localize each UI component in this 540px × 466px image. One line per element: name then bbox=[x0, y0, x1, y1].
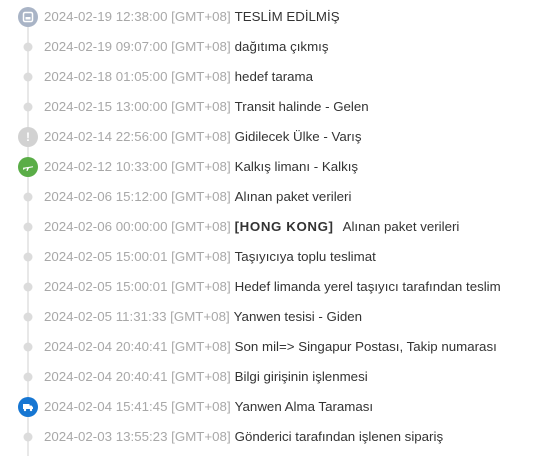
exclamation-icon: ! bbox=[18, 127, 38, 147]
timeline-event: 2024-02-04 20:40:41 [GMT+08]Bilgi girişi… bbox=[0, 362, 540, 392]
timeline-dot bbox=[23, 432, 33, 442]
timeline-dot bbox=[23, 42, 33, 52]
event-status: Gönderici tarafından işlenen sipariş bbox=[234, 429, 444, 444]
timeline-event: 2024-02-04 15:41:45 [GMT+08]Yanwen Alma … bbox=[0, 392, 540, 422]
timeline-event: ! 2024-02-14 22:56:00 [GMT+08]Gidilecek … bbox=[0, 122, 540, 152]
event-time: 2024-02-04 20:40:41 [GMT+08] bbox=[44, 339, 231, 354]
timeline-event: 2024-02-03 13:55:23 [GMT+08]Gönderici ta… bbox=[0, 422, 540, 452]
timeline-dot bbox=[23, 312, 33, 322]
timeline-event: 2024-02-05 15:00:01 [GMT+08]Taşıyıcıya t… bbox=[0, 242, 540, 272]
event-time: 2024-02-18 01:05:00 [GMT+08] bbox=[44, 69, 231, 84]
timeline-event: 2024-02-04 20:40:41 [GMT+08]Son mil=> Si… bbox=[0, 332, 540, 362]
timeline-dot bbox=[23, 372, 33, 382]
event-time: 2024-02-05 15:00:01 [GMT+08] bbox=[44, 279, 231, 294]
event-status: Transit halinde - Gelen bbox=[234, 99, 369, 114]
event-time: 2024-02-15 13:00:00 [GMT+08] bbox=[44, 99, 231, 114]
delivered-icon bbox=[18, 7, 38, 27]
event-time: 2024-02-19 12:38:00 [GMT+08] bbox=[44, 9, 231, 24]
event-time: 2024-02-03 13:55:23 [GMT+08] bbox=[44, 429, 231, 444]
location-tag: [HONG KONG] bbox=[234, 219, 334, 234]
event-time: 2024-02-06 00:00:00 [GMT+08] bbox=[44, 219, 231, 234]
event-time: 2024-02-05 15:00:01 [GMT+08] bbox=[44, 249, 231, 264]
timeline-dot bbox=[23, 252, 33, 262]
event-status: Taşıyıcıya toplu teslimat bbox=[234, 249, 376, 264]
event-time: 2024-02-19 09:07:00 [GMT+08] bbox=[44, 39, 231, 54]
event-time: 2024-02-14 22:56:00 [GMT+08] bbox=[44, 129, 231, 144]
timeline-dot bbox=[23, 102, 33, 112]
timeline-dot bbox=[23, 342, 33, 352]
event-time: 2024-02-06 15:12:00 [GMT+08] bbox=[44, 189, 231, 204]
event-time: 2024-02-05 11:31:33 [GMT+08] bbox=[44, 309, 230, 324]
event-status: Son mil=> Singapur Postası, Takip numara… bbox=[234, 339, 497, 354]
event-status: Gidilecek Ülke - Varış bbox=[234, 129, 362, 144]
timeline-dot bbox=[23, 72, 33, 82]
timeline-event: 2024-02-06 00:00:00 [GMT+08][HONG KONG] A… bbox=[0, 212, 540, 242]
truck-icon bbox=[18, 397, 38, 417]
timeline-event: 2024-02-12 10:33:00 [GMT+08]Kalkış liman… bbox=[0, 152, 540, 182]
event-status: Bilgi girişinin işlenmesi bbox=[234, 369, 368, 384]
event-status: Yanwen Alma Taraması bbox=[234, 399, 374, 414]
event-status: hedef tarama bbox=[234, 69, 314, 84]
event-time: 2024-02-04 15:41:45 [GMT+08] bbox=[44, 399, 231, 414]
timeline-dot bbox=[23, 192, 33, 202]
timeline-event: 2024-02-06 15:12:00 [GMT+08]Alınan paket… bbox=[0, 182, 540, 212]
event-time: 2024-02-04 20:40:41 [GMT+08] bbox=[44, 369, 231, 384]
timeline-line bbox=[27, 26, 29, 456]
event-status: Alınan paket verileri bbox=[342, 219, 460, 234]
timeline-dot bbox=[23, 282, 33, 292]
timeline-event: 2024-02-05 11:31:33 [GMT+08]Yanwen tesis… bbox=[0, 302, 540, 332]
timeline-dot bbox=[23, 222, 33, 232]
timeline-event: 2024-02-05 15:00:01 [GMT+08]Hedef limand… bbox=[0, 272, 540, 302]
airplane-icon bbox=[18, 157, 38, 177]
timeline-event: 2024-02-18 01:05:00 [GMT+08]hedef tarama bbox=[0, 62, 540, 92]
event-time: 2024-02-12 10:33:00 [GMT+08] bbox=[44, 159, 231, 174]
event-status: Yanwen tesisi - Giden bbox=[233, 309, 363, 324]
event-status: Kalkış limanı - Kalkış bbox=[234, 159, 359, 174]
timeline-event: 2024-02-19 12:38:00 [GMT+08]TESLİM EDİLM… bbox=[0, 2, 540, 32]
event-status: Hedef limanda yerel taşıyıcı tarafından … bbox=[234, 279, 501, 294]
event-status: dağıtıma çıkmış bbox=[234, 39, 329, 54]
event-status: TESLİM EDİLMİŞ bbox=[234, 9, 340, 24]
timeline-event: 2024-02-19 09:07:00 [GMT+08]dağıtıma çık… bbox=[0, 32, 540, 62]
timeline-event: 2024-02-15 13:00:00 [GMT+08]Transit hali… bbox=[0, 92, 540, 122]
event-status: Alınan paket verileri bbox=[234, 189, 352, 204]
